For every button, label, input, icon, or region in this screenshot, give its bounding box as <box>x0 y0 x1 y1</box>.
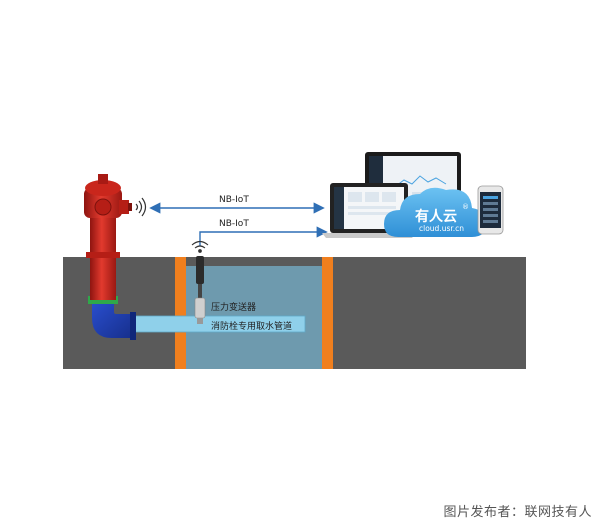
pressure-transmitter-label: 压力变送器 <box>211 303 257 313</box>
image-credit: 图片发布者：联网技有人 <box>443 505 592 520</box>
elbow-flange <box>130 312 136 340</box>
pressure-transmitter <box>194 256 206 324</box>
pipe-label: 消防栓专用取水管道 <box>211 322 293 332</box>
pit-pillar-right <box>322 257 333 369</box>
sensor-wifi-icon <box>191 240 209 253</box>
cloud-brand: 有人云 <box>415 209 457 225</box>
cloud-icon <box>384 187 486 237</box>
fire-hydrant <box>84 174 132 304</box>
smartphone <box>477 185 504 235</box>
pit-pillar-left <box>175 257 186 369</box>
cloud-url: cloud.usr.cn <box>419 224 465 233</box>
cloud-registered-mark: ® <box>462 203 469 211</box>
nbiot-label-bottom: NB-IoT <box>219 219 249 229</box>
nbiot-arrow-bottom <box>199 226 328 246</box>
nbiot-label-top: NB-IoT <box>219 195 249 205</box>
elbow-pipe <box>92 300 134 338</box>
wifi-signal-icon <box>135 197 147 217</box>
